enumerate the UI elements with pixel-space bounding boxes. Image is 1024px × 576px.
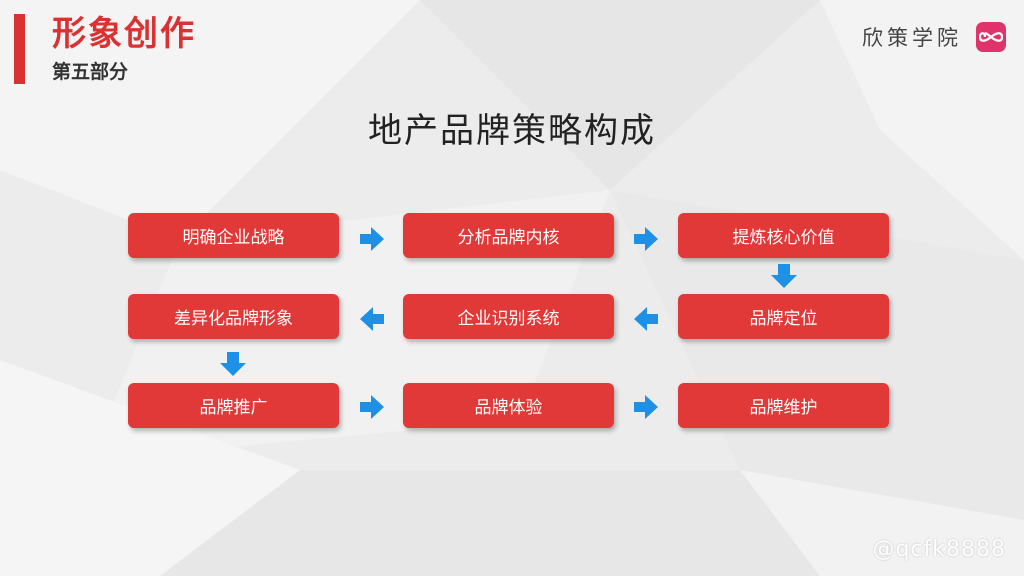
step-box-2: 分析品牌内核 xyxy=(403,213,614,258)
step-box-3: 提炼核心价值 xyxy=(678,213,889,258)
brand-name: 欣策学院 xyxy=(862,26,962,50)
step-box-9: 品牌维护 xyxy=(678,383,889,428)
slide-title: 地产品牌策略构成 xyxy=(368,111,656,151)
arrow-right-icon xyxy=(360,227,384,251)
step-box-1: 明确企业战略 xyxy=(128,213,339,258)
section-subtitle: 第五部分 xyxy=(52,61,129,83)
header-accent-bar xyxy=(14,14,25,84)
step-box-5: 企业识别系统 xyxy=(403,294,614,339)
arrow-left-icon xyxy=(360,307,384,331)
step-box-6: 差异化品牌形象 xyxy=(128,294,339,339)
arrow-down-icon xyxy=(771,264,797,288)
arrow-down-icon xyxy=(220,352,246,376)
step-box-8: 品牌体验 xyxy=(403,383,614,428)
arrow-right-icon xyxy=(634,227,658,251)
arrow-right-icon xyxy=(360,395,384,419)
arrow-right-icon xyxy=(634,395,658,419)
section-title: 形象创作 xyxy=(52,14,196,54)
infinity-logo-icon xyxy=(976,22,1006,52)
step-box-7: 品牌推广 xyxy=(128,383,339,428)
arrow-left-icon xyxy=(634,307,658,331)
watermark: @qcfk8888 xyxy=(872,537,1006,562)
step-box-4: 品牌定位 xyxy=(678,294,889,339)
